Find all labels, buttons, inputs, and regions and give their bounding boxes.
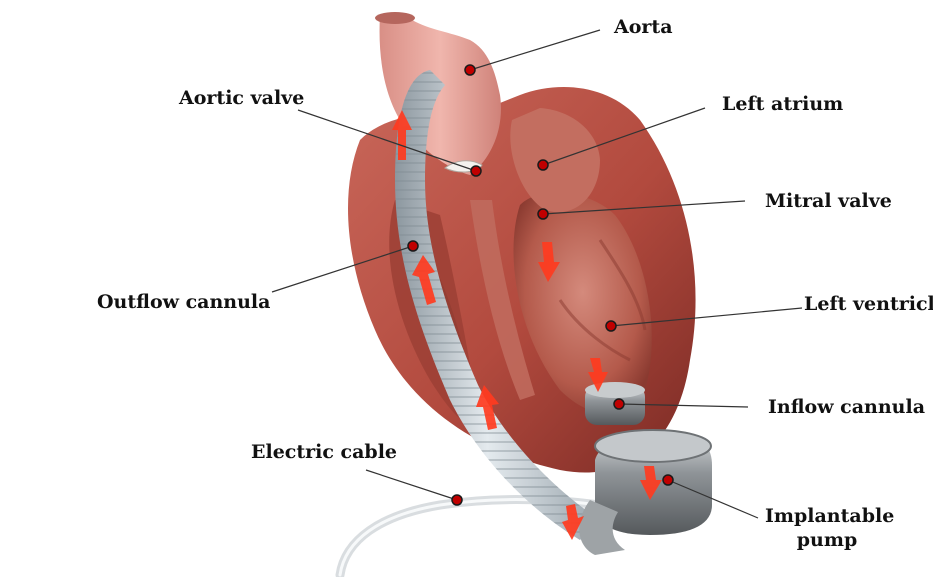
leader-electric-cable [366, 470, 457, 500]
leader-aorta [470, 30, 600, 70]
label-implantable-pump-line1: Implantable [765, 504, 889, 528]
inflow-cannula-top [585, 382, 645, 398]
left-atrium-dot [538, 160, 548, 170]
mitral-valve-dot [538, 209, 548, 219]
aortic-valve-dot [471, 166, 481, 176]
implantable-pump-dot [663, 475, 673, 485]
electric-cable-dot [452, 495, 462, 505]
outflow-cannula-dot [408, 241, 418, 251]
label-aortic-valve: Aortic valve [179, 86, 304, 110]
label-implantable-pump-line2: pump [765, 528, 889, 552]
label-left-ventricle: Left ventricle [804, 292, 933, 316]
inflow-cannula-dot [614, 399, 624, 409]
label-electric-cable: Electric cable [251, 440, 397, 464]
aorta-opening [375, 12, 415, 24]
pump-device [579, 430, 712, 555]
label-left-atrium: Left atrium [722, 92, 843, 116]
aorta-dot [465, 65, 475, 75]
label-implantable-pump: Implantable pump [765, 504, 889, 552]
pump-top-ring [595, 430, 711, 462]
label-aorta: Aorta [614, 15, 673, 39]
label-inflow-cannula: Inflow cannula [768, 395, 925, 419]
left-ventricle-dot [606, 321, 616, 331]
label-outflow-cannula: Outflow cannula [97, 290, 270, 314]
label-mitral-valve: Mitral valve [765, 189, 892, 213]
